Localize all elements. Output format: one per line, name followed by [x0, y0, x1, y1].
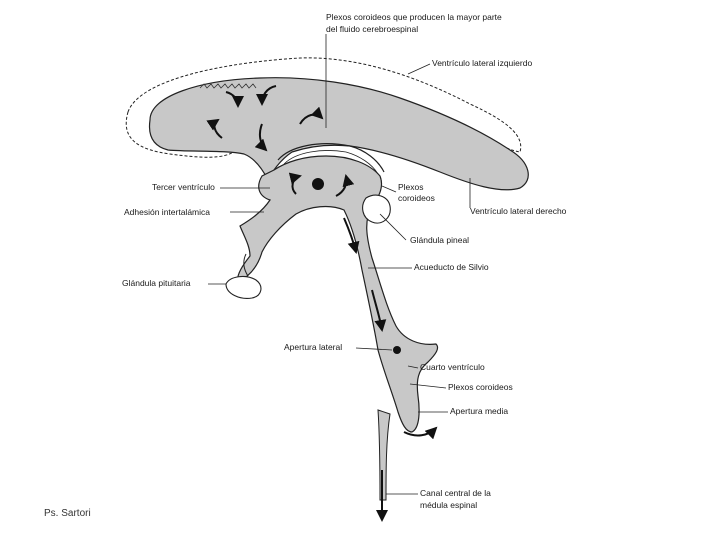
csf-flow-arrows: [206, 85, 438, 522]
interthalamic-adhesion-dot: [312, 178, 324, 190]
label-acueducto: Acueducto de Silvio: [414, 262, 489, 272]
label-apertura-lateral: Apertura lateral: [284, 342, 342, 352]
label-cuarto-ventriculo: Cuarto ventrículo: [420, 362, 485, 372]
right-ventricle-shape: [148, 77, 529, 191]
author-credit: Ps. Sartori: [44, 508, 91, 519]
label-plexos-mid-2: coroideos: [398, 193, 435, 203]
pineal-gland-shape: [362, 194, 391, 224]
fornix-arch-inner: [283, 150, 379, 175]
label-adhesion: Adhesión intertalámica: [124, 207, 210, 217]
choroid-plexus-top: [199, 83, 257, 89]
lateral-aperture-dot: [393, 346, 401, 354]
label-canal-2: médula espinal: [420, 500, 477, 510]
label-plexos-low: Plexos coroideos: [448, 382, 513, 392]
fornix-arch: [277, 143, 385, 173]
label-tercer-ventriculo: Tercer ventrículo: [152, 182, 215, 192]
label-glandula-pituitaria: Glándula pituitaria: [122, 278, 191, 288]
pituitary-gland-shape: [225, 275, 262, 299]
label-canal-1: Canal central de la: [420, 488, 491, 498]
label-ventriculo-derecho: Ventrículo lateral derecho: [470, 206, 567, 216]
label-apertura-media: Apertura media: [450, 406, 508, 416]
label-ventriculo-izquierdo: Ventrículo lateral izquierdo: [432, 58, 532, 68]
label-glandula-pineal: Glándula pineal: [410, 235, 469, 245]
pituitary-stalk: [243, 253, 249, 277]
label-plexos-top-1: Plexos coroideos que producen la mayor p…: [326, 12, 502, 22]
leader-lines: [208, 34, 471, 495]
label-plexos-top-2: del fluido cerebroespinal: [326, 24, 418, 34]
spinal-canal-shape: [377, 409, 391, 501]
label-plexos-mid-1: Plexos: [398, 182, 424, 192]
